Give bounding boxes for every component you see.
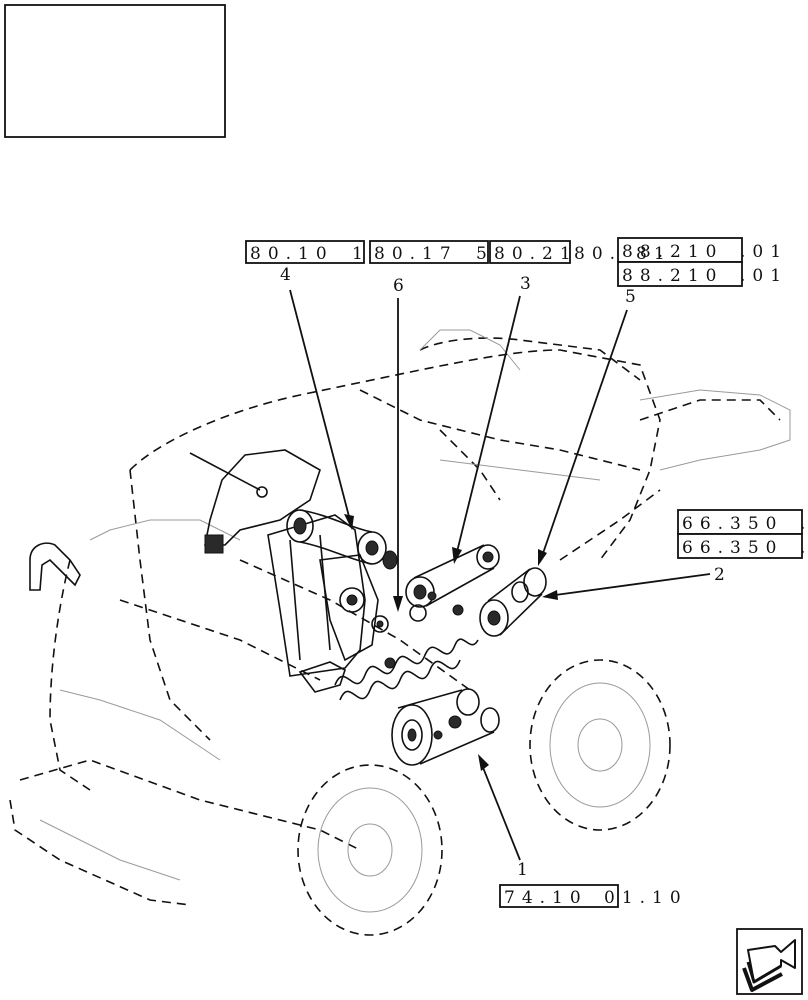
reference-r4-boxed: 80.10	[250, 244, 334, 264]
callout-6: 6	[393, 276, 404, 296]
next-page-button[interactable]	[736, 928, 803, 995]
reference-r5b-boxed: 88.210	[622, 266, 723, 286]
leader-2-arrow	[542, 590, 558, 600]
callout-5: 5	[625, 287, 636, 307]
reference-r5a-overlap: 81	[636, 244, 672, 264]
reference-r2b-boxed: 66.350	[682, 538, 783, 558]
reference-r4-trail: 1	[352, 244, 370, 264]
reference-r2b-trail: .	[800, 538, 808, 558]
drive-assembly	[189, 449, 547, 766]
reference-r5b-trail: .01	[740, 266, 788, 286]
reference-r6-boxed: 80.17	[374, 244, 458, 264]
leader-4	[289, 289, 353, 529]
reference-r6-trail: 5	[476, 244, 494, 264]
leader-1	[479, 759, 521, 861]
callout-4: 4	[280, 265, 291, 285]
reference-r2a-trail: .	[800, 514, 808, 534]
reference-r3-boxed: 80.21	[494, 244, 578, 264]
reference-r3: 80.21 80.	[489, 240, 622, 264]
reference-r5b: 88.210 .01	[617, 261, 788, 287]
title-block	[4, 4, 226, 138]
reference-r3-trail: 80.	[574, 244, 622, 264]
leader-3-arrow	[452, 547, 462, 564]
reference-r5a: 88.210 81 .01	[617, 237, 788, 264]
callout-3: 3	[520, 274, 531, 294]
reference-r2b: 66.350 .	[677, 533, 808, 559]
leader-1-arrow	[478, 754, 489, 771]
leader-6-arrow	[393, 596, 403, 612]
reference-r5a-boxed: 88.210	[622, 242, 723, 262]
auger-flights	[334, 638, 479, 701]
reference-r4: 80.10 1	[245, 240, 370, 264]
callout-2: 2	[714, 565, 725, 585]
leader-2	[547, 573, 711, 597]
callout-1: 1	[517, 860, 528, 880]
reference-r2a: 66.350 .	[677, 509, 808, 535]
next-page-arrow-icon	[742, 939, 796, 992]
leader-4-arrow	[344, 514, 354, 530]
leader-5-arrow	[538, 549, 547, 566]
reference-r1-trail: 01.10	[604, 888, 688, 908]
combine-outline	[9, 329, 791, 936]
reference-r1-boxed: 74.10	[504, 888, 588, 908]
leader-3	[454, 295, 521, 561]
leader-5	[539, 309, 628, 563]
reference-r6: 80.17 5	[369, 240, 494, 264]
reference-r2a-boxed: 66.350	[682, 514, 783, 534]
reference-r1: 74.10 01.10	[499, 884, 688, 908]
reference-r5a-trail: .01	[740, 242, 788, 262]
